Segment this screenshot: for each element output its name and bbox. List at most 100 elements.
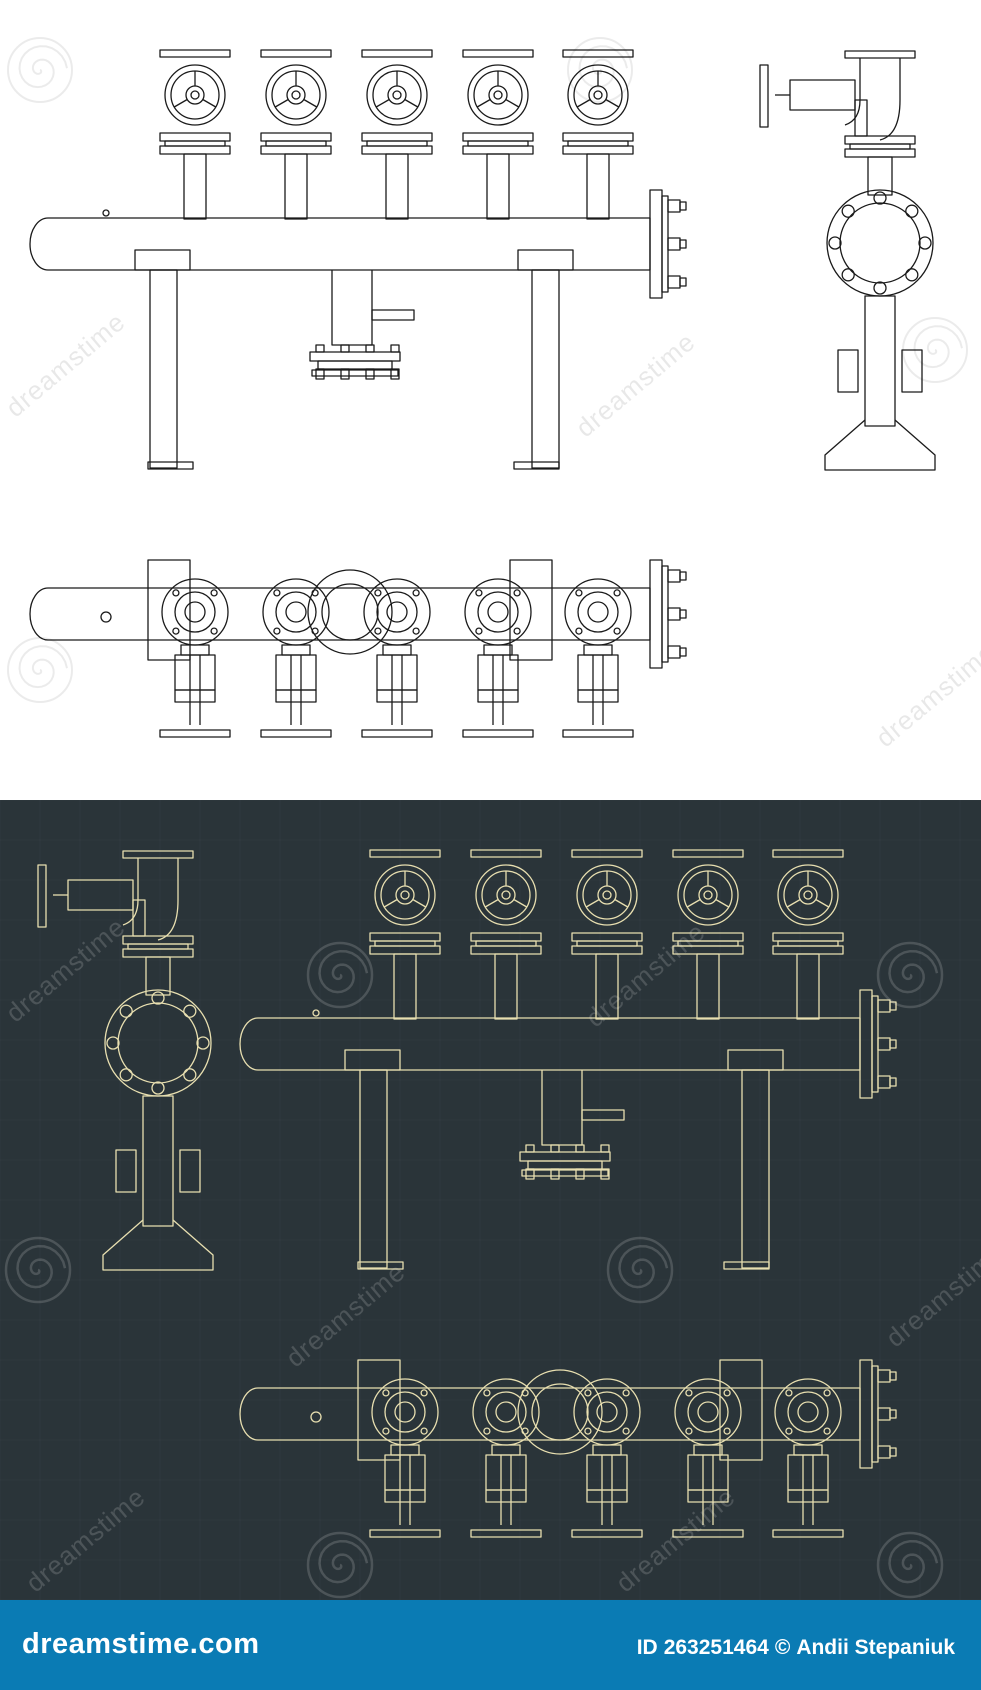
valve-body-face bbox=[275, 591, 317, 633]
plan-end-plate bbox=[871, 1365, 879, 1463]
valve-handwheel bbox=[772, 1529, 844, 1538]
flange-bolt bbox=[575, 1144, 585, 1153]
front-elevation-view bbox=[239, 849, 897, 1270]
valve-bolt bbox=[723, 1427, 731, 1435]
side-flange bbox=[122, 948, 194, 958]
handwheel-spoke bbox=[303, 98, 318, 108]
valve-bolt bbox=[412, 589, 420, 597]
watermark-spiral-icon bbox=[306, 1531, 374, 1599]
support-saddle bbox=[134, 249, 191, 271]
riser-pipe bbox=[385, 153, 409, 220]
end-flange bbox=[859, 989, 873, 1099]
valve-flange bbox=[772, 945, 844, 955]
watermark-spiral-icon bbox=[306, 941, 374, 1009]
valve-yoke bbox=[275, 654, 317, 691]
watermark-spiral-curve bbox=[618, 1244, 669, 1289]
watermark-spiral-curve bbox=[16, 1244, 67, 1289]
flange-nut bbox=[679, 239, 687, 249]
support-leg bbox=[359, 1069, 388, 1269]
valve-handwheel bbox=[571, 1529, 643, 1538]
handwheel-spoke bbox=[715, 898, 730, 908]
valve-port bbox=[386, 601, 408, 623]
flange-nut bbox=[889, 1001, 897, 1011]
valve-bolt bbox=[420, 1427, 428, 1435]
valve-neck bbox=[382, 644, 412, 656]
valve-neck bbox=[281, 644, 311, 656]
plan-view bbox=[239, 1359, 897, 1538]
plan-drain-face bbox=[321, 583, 379, 641]
watermark-spiral-ring bbox=[876, 941, 944, 1009]
valve-top-flange bbox=[260, 49, 332, 58]
flange-nut bbox=[889, 1447, 897, 1457]
riser-pipe bbox=[494, 953, 518, 1020]
valve-handwheel bbox=[462, 729, 534, 738]
flange-bolt bbox=[525, 1144, 535, 1153]
handwheel-spoke bbox=[686, 898, 701, 908]
vent-port bbox=[102, 209, 110, 217]
drain-nozzle bbox=[581, 1109, 625, 1121]
flange-nut bbox=[600, 1168, 610, 1180]
main-header-pipe bbox=[29, 217, 651, 271]
valve-bolt bbox=[584, 1427, 592, 1435]
handwheel-hub bbox=[387, 85, 407, 105]
flange-nut bbox=[390, 368, 400, 380]
handwheel-spoke bbox=[412, 898, 427, 908]
valve-gasket bbox=[265, 140, 327, 147]
valve-handwheel bbox=[361, 729, 433, 738]
handwheel-spoke bbox=[404, 98, 419, 108]
watermark-spiral-curve bbox=[18, 45, 68, 89]
valve-flange bbox=[361, 145, 433, 155]
handwheel-nut bbox=[291, 90, 301, 100]
valve-top-flange bbox=[772, 849, 844, 858]
handwheel-spoke bbox=[605, 98, 620, 108]
watermark-spiral-icon bbox=[7, 637, 73, 703]
handwheel-hub bbox=[185, 85, 205, 105]
valve-gasket bbox=[777, 940, 839, 947]
valve-bolt bbox=[613, 627, 621, 635]
valve-gland bbox=[275, 689, 317, 703]
watermark-spiral-curve bbox=[913, 325, 963, 369]
valve-yoke bbox=[577, 654, 619, 691]
valve-body-flange bbox=[262, 578, 330, 646]
handwheel-nut bbox=[703, 890, 713, 900]
flange-bolt bbox=[340, 344, 350, 353]
light-watermark-icons bbox=[7, 37, 968, 703]
valve-body-flange bbox=[161, 578, 229, 646]
header-flange-bolt bbox=[151, 991, 165, 1005]
drain-pipe bbox=[331, 270, 373, 346]
side-gasket bbox=[127, 943, 189, 950]
valve-body-face bbox=[687, 1391, 729, 1433]
plan-support bbox=[147, 559, 191, 661]
watermark-spiral-curve bbox=[18, 645, 68, 689]
side-side-flange bbox=[837, 349, 859, 393]
support-leg bbox=[531, 269, 560, 469]
valve-body-flange bbox=[774, 1378, 842, 1446]
dreamstime-logo[interactable]: dreamstime.com bbox=[22, 1628, 260, 1660]
header-flange-bolt bbox=[841, 204, 855, 218]
watermark-spiral-ring bbox=[902, 317, 968, 383]
valve-gasket bbox=[475, 940, 537, 947]
watermark-spiral-curve bbox=[318, 1539, 369, 1584]
header-end-face bbox=[117, 1002, 199, 1084]
valve-neck bbox=[592, 1444, 622, 1456]
valve-bolt bbox=[210, 589, 218, 597]
valve-flange bbox=[260, 145, 332, 155]
handwheel-rim bbox=[164, 64, 226, 126]
valve-bolt bbox=[210, 627, 218, 635]
watermark-spiral-icon bbox=[567, 37, 633, 103]
plan-vent-port bbox=[310, 1411, 322, 1423]
valve-bolt bbox=[622, 1389, 630, 1397]
plan-header-pipe bbox=[29, 587, 651, 641]
valve-bolt bbox=[273, 589, 281, 597]
valve-bolt bbox=[513, 627, 521, 635]
valve-bolt bbox=[575, 627, 583, 635]
handwheel-nut bbox=[501, 890, 511, 900]
side-elevation-view bbox=[759, 50, 936, 471]
handwheel-hub bbox=[798, 885, 818, 905]
handwheel-hub bbox=[488, 85, 508, 105]
watermark-spiral-icon bbox=[902, 317, 968, 383]
valve-bolt bbox=[475, 589, 483, 597]
id-label: ID bbox=[636, 1636, 658, 1659]
side-elbow bbox=[122, 858, 179, 941]
